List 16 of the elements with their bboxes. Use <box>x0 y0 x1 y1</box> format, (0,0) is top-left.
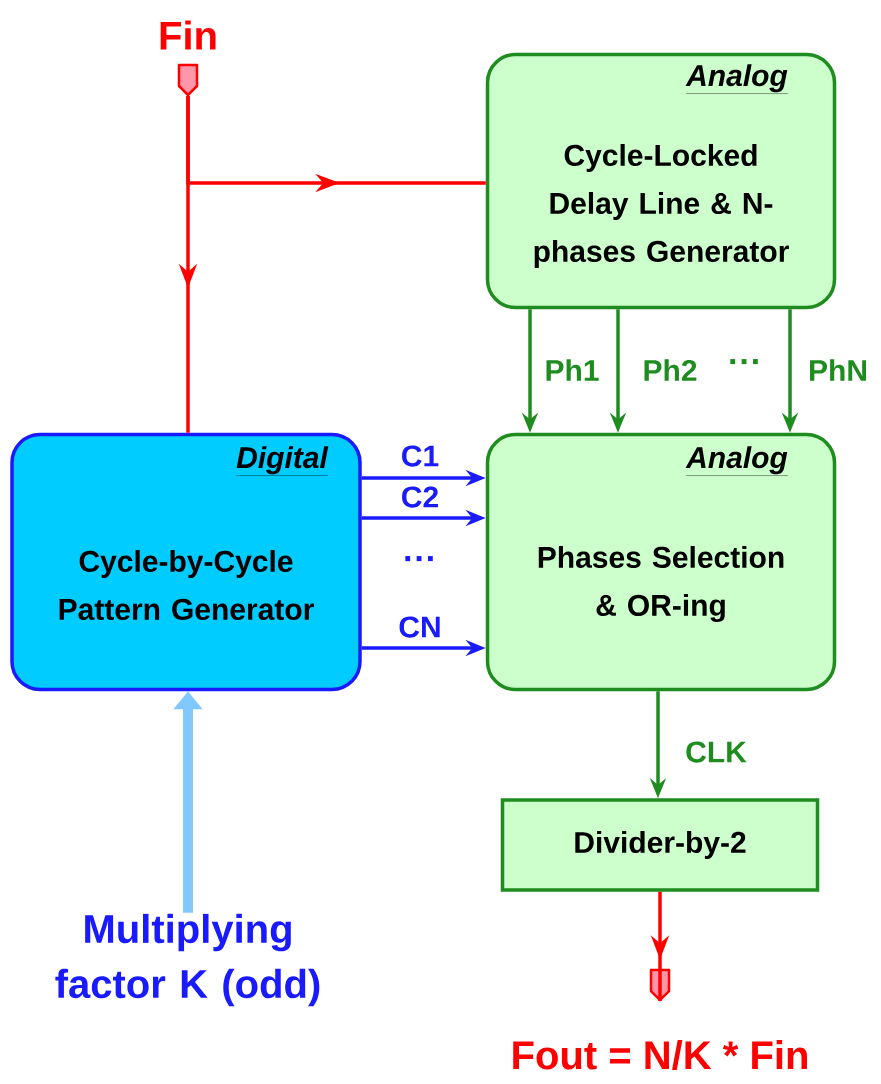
edge-label: PhN <box>810 359 866 381</box>
process-box: Digital Cycle-by-Cycle Pattern Generator <box>10 432 362 692</box>
signal-label: Fout = N/K * Fin <box>513 1040 807 1070</box>
edge-label: C1 <box>402 445 439 467</box>
process-box: Divider-by-2 <box>500 798 820 892</box>
process-box: Analog Phases Selection & OR-ing <box>485 432 837 692</box>
ellipsis-label: ··· <box>730 359 758 365</box>
signal-label: Fin <box>160 20 216 50</box>
edge-label: CN <box>399 616 440 638</box>
edge-label: C2 <box>402 486 438 508</box>
ellipsis-label: ··· <box>405 556 433 562</box>
signal-label: Multiplying factor K (odd) <box>55 913 320 1007</box>
edge-label: Ph2 <box>644 359 697 381</box>
edge-label: Ph1 <box>546 359 599 381</box>
edge-label: CLK <box>686 741 747 763</box>
process-box: Analog Cycle-Locked Delay Line & N-phases Generator <box>485 52 837 310</box>
